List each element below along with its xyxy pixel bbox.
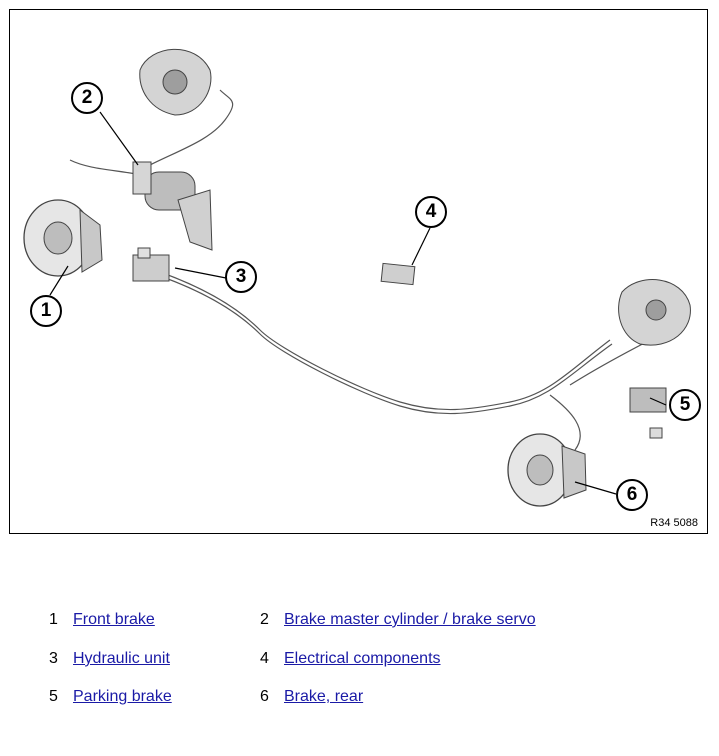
legend-number: 5 bbox=[49, 688, 58, 705]
leader-1 bbox=[49, 265, 69, 296]
legend-link-rear-brake[interactable]: Brake, rear bbox=[284, 688, 364, 705]
electrical-component-drawing bbox=[380, 262, 416, 286]
callout-3: 3 bbox=[225, 261, 257, 293]
legend-number: 1 bbox=[49, 611, 58, 628]
legend-number: 3 bbox=[49, 650, 58, 667]
rear-brake-drawing bbox=[507, 433, 587, 507]
legend-item-2: 2 Brake master cylinder / brake servo bbox=[260, 611, 536, 629]
legend-link-hydraulic-unit[interactable]: Hydraulic unit bbox=[73, 650, 170, 667]
brake-line-rear-branch bbox=[549, 394, 581, 451]
rear-knuckle-drawing bbox=[618, 279, 691, 346]
brake-system-diagram: 1 2 3 4 5 6 R34 5088 bbox=[9, 9, 708, 534]
leader-3 bbox=[174, 267, 227, 279]
callout-5: 5 bbox=[669, 389, 701, 421]
legend-item-4: 4 Electrical components bbox=[260, 650, 441, 668]
brake-line-front-left bbox=[69, 159, 141, 176]
front-brake-drawing bbox=[23, 199, 103, 277]
leader-4 bbox=[411, 227, 431, 266]
hydraulic-unit-drawing bbox=[132, 247, 170, 282]
leader-2 bbox=[99, 111, 139, 166]
callout-4: 4 bbox=[415, 196, 447, 228]
legend-link-master-cylinder[interactable]: Brake master cylinder / brake servo bbox=[284, 611, 536, 628]
legend-number: 6 bbox=[260, 688, 269, 705]
brake-servo-drawing bbox=[132, 161, 213, 251]
front-knuckle-drawing bbox=[139, 48, 212, 116]
leader-5 bbox=[649, 397, 667, 406]
legend-link-front-brake[interactable]: Front brake bbox=[73, 611, 155, 628]
legend-link-electrical-components[interactable]: Electrical components bbox=[284, 650, 441, 667]
figure-reference: R34 5088 bbox=[650, 517, 698, 529]
leader-6 bbox=[574, 481, 617, 495]
legend-link-parking-brake[interactable]: Parking brake bbox=[73, 688, 172, 705]
brake-line-main-parallel bbox=[159, 275, 613, 415]
parking-brake-drawing bbox=[629, 387, 667, 439]
brake-line-front-upper bbox=[149, 89, 234, 166]
brake-line-main bbox=[159, 271, 611, 411]
callout-6: 6 bbox=[616, 479, 648, 511]
legend-number: 2 bbox=[260, 611, 269, 628]
legend-item-3: 3 Hydraulic unit bbox=[49, 650, 170, 668]
callout-1: 1 bbox=[30, 295, 62, 327]
legend-item-5: 5 Parking brake bbox=[49, 688, 172, 706]
legend-number: 4 bbox=[260, 650, 269, 667]
legend-item-6: 6 Brake, rear bbox=[260, 688, 363, 706]
diagram-drawing bbox=[23, 48, 691, 507]
callout-2: 2 bbox=[71, 82, 103, 114]
legend-item-1: 1 Front brake bbox=[49, 611, 155, 629]
